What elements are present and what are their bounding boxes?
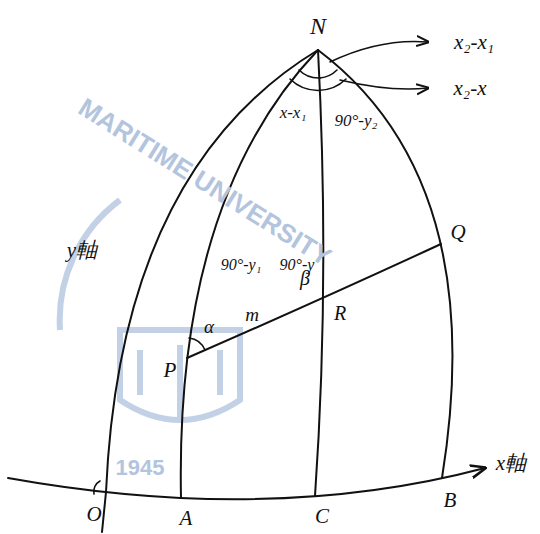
meridian-c xyxy=(315,50,323,496)
angle-label: x₂-x xyxy=(454,78,487,99)
equator-x-axis xyxy=(8,468,485,499)
angle-alpha-arc xyxy=(189,338,205,350)
watermark-text: 1945 xyxy=(116,457,165,479)
meridian-a xyxy=(181,50,318,498)
arc-length-label: 90°-y₂ xyxy=(335,112,378,129)
axis-label: x軸 xyxy=(496,453,526,474)
angle-arc-outer xyxy=(290,79,346,90)
angle-label: x₂-x₁ xyxy=(454,32,494,53)
point-label: A xyxy=(180,508,193,529)
point-label: R xyxy=(334,303,346,323)
axis-label: y軸 xyxy=(67,240,97,261)
angle-label: x-x₁ xyxy=(280,104,307,121)
leader-line xyxy=(340,80,428,89)
watermark-bars xyxy=(140,345,220,420)
angle-arc-left xyxy=(299,70,320,78)
arc-length-label: 90°-y₁ xyxy=(221,257,261,273)
point-label: B xyxy=(444,490,457,511)
point-label: N xyxy=(310,14,326,38)
leader-line xyxy=(330,41,428,62)
angle-label: α xyxy=(204,317,214,336)
angle-arc-right xyxy=(320,70,337,78)
angle-label: β xyxy=(300,268,310,288)
meridian-b xyxy=(318,50,452,478)
arc-length-label: m xyxy=(245,305,259,324)
point-label: C xyxy=(315,506,329,527)
watermark-ring xyxy=(60,200,120,330)
right-angle-arc xyxy=(94,481,100,494)
point-label: O xyxy=(86,504,101,525)
point-label: P xyxy=(164,360,177,381)
point-label: Q xyxy=(450,222,465,243)
